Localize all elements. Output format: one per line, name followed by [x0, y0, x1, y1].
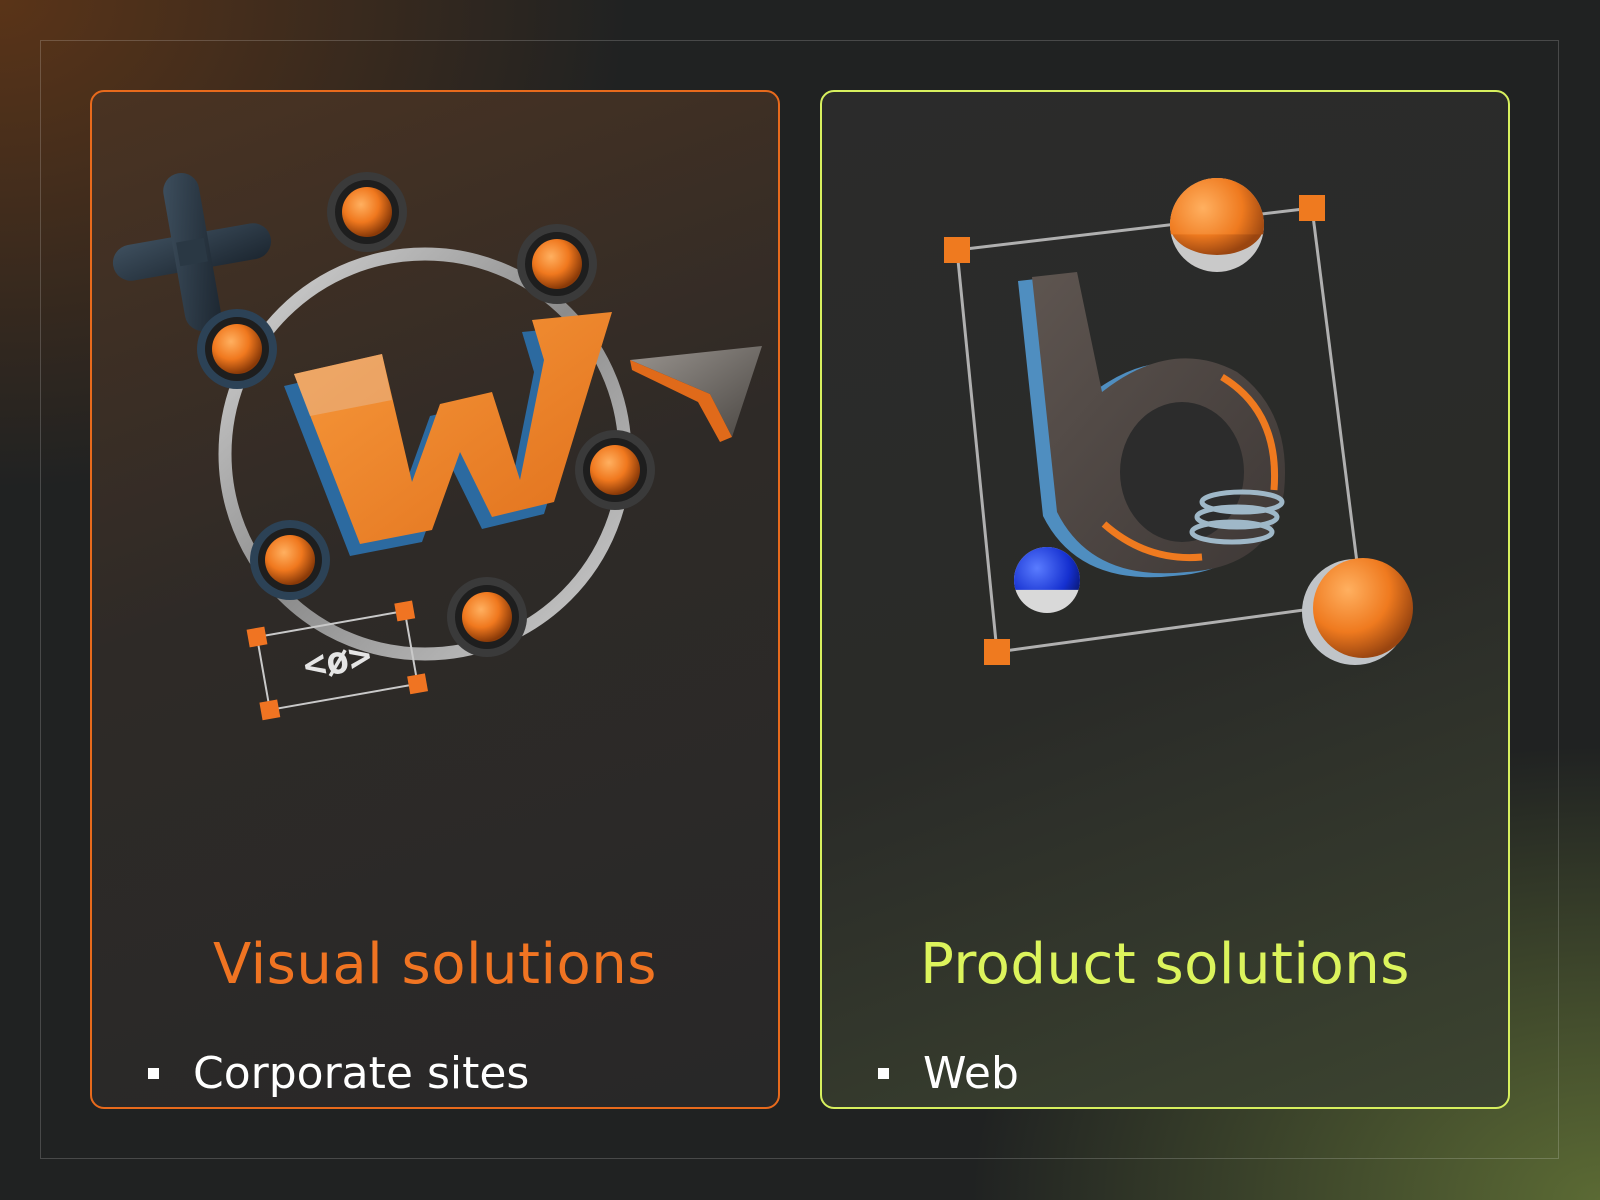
bullet-icon: [148, 1067, 159, 1079]
feature-label: Mobile apps: [923, 1100, 1187, 1108]
feature-label: Web: [923, 1047, 1019, 1099]
b-letter: [1018, 272, 1286, 578]
list-item: Corporate sites: [148, 1047, 529, 1099]
list-item: Mobile apps: [878, 1099, 1187, 1108]
card-title: Product solutions: [920, 932, 1410, 997]
orange-sphere: [1170, 178, 1264, 272]
feature-list: Web Mobile apps: [878, 1047, 1187, 1108]
code-tag-box: <ø>: [246, 600, 428, 721]
svg-text:<ø>: <ø>: [300, 633, 375, 688]
w-letter: [284, 312, 612, 556]
list-item: Web: [878, 1047, 1187, 1099]
w-letter-ring-icon: <ø>: [112, 172, 762, 721]
orange-sphere: [1302, 558, 1413, 665]
blue-sphere: [1014, 547, 1080, 613]
list-item: Promo pages: [148, 1099, 529, 1108]
cursor-arrow: [630, 346, 762, 442]
b-letter-frame-icon: [944, 178, 1413, 665]
product-solutions-card: Product solutions Web Mobile apps: [820, 90, 1510, 1109]
feature-label: Corporate sites: [193, 1047, 530, 1099]
x-shape: [112, 172, 272, 332]
bullet-icon: [878, 1067, 889, 1079]
visual-solutions-card: <ø> Visual solutions Corporate sites Pro…: [90, 90, 780, 1109]
card-title: Visual solutions: [213, 932, 657, 997]
outer-frame: [40, 40, 1559, 1159]
feature-list: Corporate sites Promo pages: [148, 1047, 529, 1108]
feature-label: Promo pages: [193, 1100, 479, 1108]
